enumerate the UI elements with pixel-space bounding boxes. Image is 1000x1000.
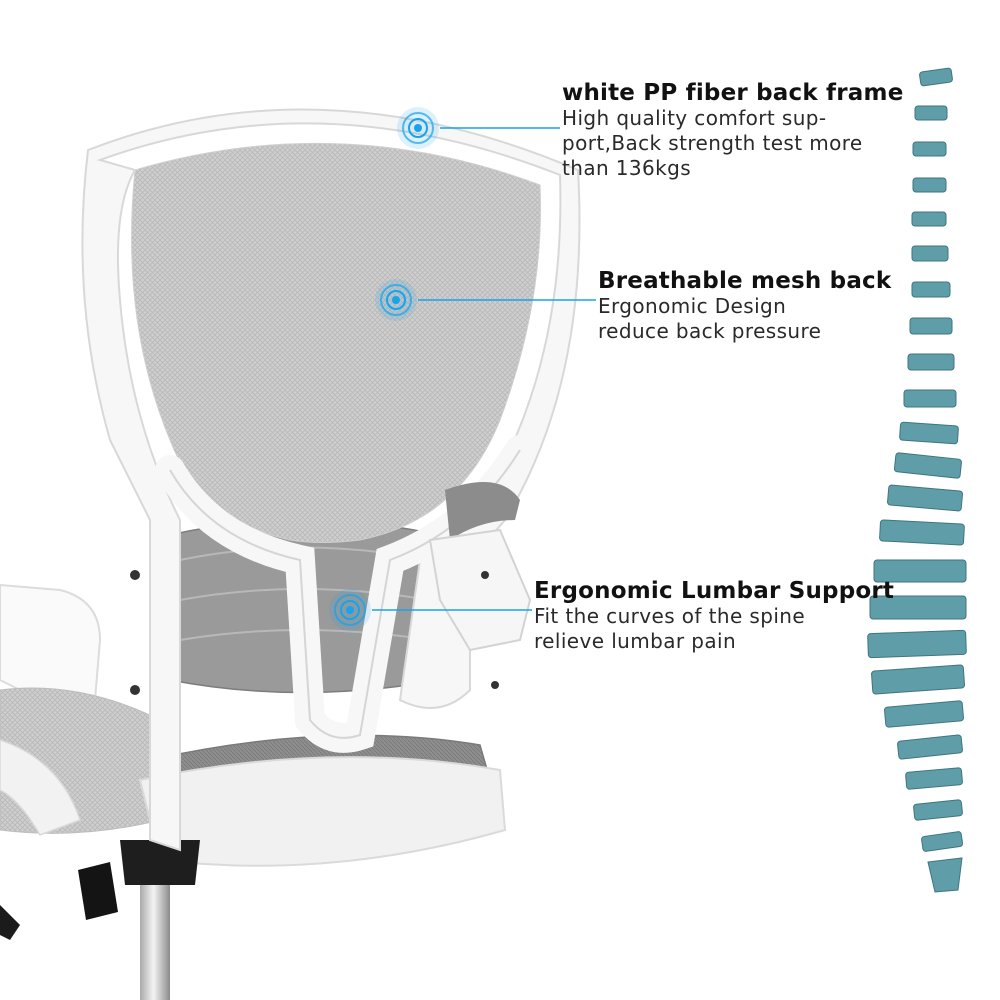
callout-back-frame: white PP fiber back frame High quality c… — [562, 80, 904, 181]
callout-desc-line: High quality comfort sup- — [562, 106, 827, 130]
callout-title: Breathable mesh back — [598, 268, 892, 294]
callout-desc-line: port,Back strength test more — [562, 131, 863, 155]
seat — [138, 734, 507, 867]
callout-title: Ergonomic Lumbar Support — [534, 578, 895, 604]
callout-desc-line: Fit the curves of the spine — [534, 604, 806, 628]
chair-base — [0, 840, 200, 1000]
right-armrest — [428, 482, 532, 689]
callout-lumbar-support: Ergonomic Lumbar Support Fit the curves … — [534, 578, 894, 654]
callout-desc-line: than 136kgs — [562, 156, 692, 180]
target-marker-icon — [375, 279, 417, 321]
callout-desc-line: relieve lumbar pain — [534, 629, 737, 653]
callout-desc-line: reduce back pressure — [598, 319, 822, 343]
mesh-back — [131, 142, 541, 543]
target-marker-icon — [329, 589, 371, 631]
callout-title: white PP fiber back frame — [562, 80, 904, 106]
callout-desc-line: Ergonomic Design — [598, 294, 787, 318]
target-marker-icon — [397, 107, 439, 149]
left-armrest — [0, 570, 161, 836]
spine-illustration — [867, 67, 967, 893]
callout-mesh-back: Breathable mesh back Ergonomic Design re… — [598, 268, 891, 344]
